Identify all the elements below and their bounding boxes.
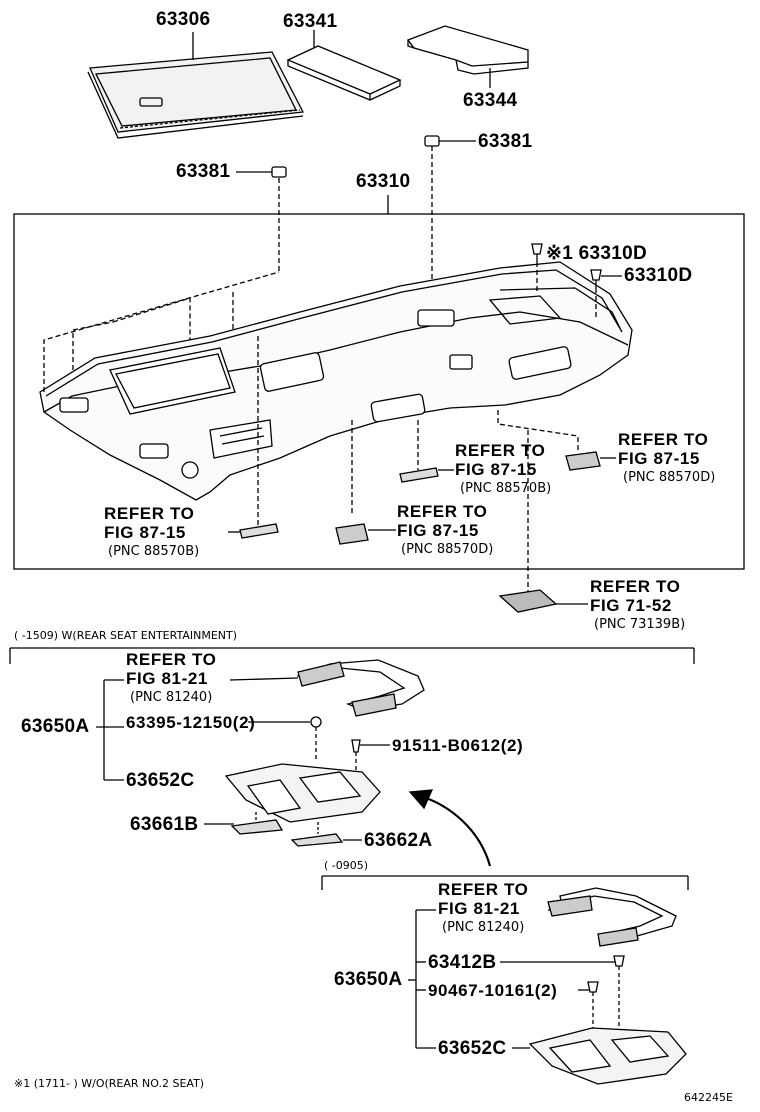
- refer-pnc-5: (PNC 73139B): [594, 617, 686, 632]
- part-number-63662a[interactable]: 63662A: [364, 830, 433, 851]
- refer-pnc-4: (PNC 88570D): [623, 470, 716, 485]
- part-number-63310d[interactable]: 63310D: [624, 265, 693, 286]
- refer-pnc-7: (PNC 81240): [442, 920, 525, 935]
- refer-fig-5[interactable]: FIG 71-52: [590, 596, 672, 615]
- part-number-63310[interactable]: 63310: [356, 171, 411, 192]
- refer-fig-1[interactable]: FIG 87-15: [104, 523, 186, 542]
- refer-pnc-6: (PNC 81240): [130, 690, 213, 705]
- part-number-63381-left[interactable]: 63381: [176, 161, 231, 182]
- refer-label-2: REFER TO: [397, 502, 488, 521]
- refer-label-1: REFER TO: [104, 504, 195, 523]
- part-number-63650a-2[interactable]: 63650A: [334, 969, 403, 990]
- refer-label-5: REFER TO: [590, 577, 681, 596]
- refer-fig-6[interactable]: FIG 81-21: [126, 669, 208, 688]
- refer-pnc-3: (PNC 88570B): [460, 481, 552, 496]
- refer-fig-4[interactable]: FIG 87-15: [618, 449, 700, 468]
- section-1-applicability-note: ( -1509) W(REAR SEAT ENTERTAINMENT): [14, 629, 238, 642]
- pad-63344-drawing: [406, 25, 529, 88]
- pad-63341-drawing: [286, 30, 402, 101]
- refer-pnc-1: (PNC 88570B): [108, 544, 200, 559]
- part-number-63395-12150[interactable]: 63395-12150(2): [126, 713, 256, 732]
- part-number-63652c-1[interactable]: 63652C: [126, 770, 195, 791]
- part-number-91511-b0612[interactable]: 91511-B0612(2): [392, 736, 524, 755]
- part-number-63306[interactable]: 63306: [156, 9, 211, 30]
- sunshade-panel-drawing: [87, 32, 305, 139]
- footnote: ※1 (1711- ) W/O(REAR NO.2 SEAT): [14, 1077, 205, 1090]
- diagram-id: 642245E: [684, 1091, 733, 1104]
- section-1-bracket: [9, 647, 695, 841]
- part-number-63310d-note[interactable]: ※1 63310D: [546, 243, 648, 264]
- refer-pnc-2: (PNC 88570D): [401, 542, 494, 557]
- headliner-group-frame: [13, 213, 745, 570]
- section-2-bracket: [321, 875, 689, 1049]
- headliner-leader-lines: [43, 262, 597, 592]
- part-number-63381-right[interactable]: 63381: [478, 131, 533, 152]
- refer-label-3: REFER TO: [455, 441, 546, 460]
- part-number-63412b[interactable]: 63412B: [428, 952, 497, 973]
- section-2-applicability-note: ( -0905): [324, 859, 369, 872]
- clip-63310d-drawings: [531, 243, 622, 288]
- part-number-63652c-2[interactable]: 63652C: [438, 1038, 507, 1059]
- refer-label-7: REFER TO: [438, 880, 529, 899]
- curved-arrow: [408, 789, 492, 867]
- refer-fig-3[interactable]: FIG 87-15: [455, 460, 537, 479]
- part-number-90467-10161[interactable]: 90467-10161(2): [428, 981, 558, 1000]
- refer-fig-7[interactable]: FIG 81-21: [438, 899, 520, 918]
- refer-fig-2[interactable]: FIG 87-15: [397, 521, 479, 540]
- roof-headliner-drawing: [39, 261, 633, 501]
- overhead-console-assembly-2-drawing: [528, 887, 687, 1085]
- overhead-console-assembly-1-drawing: [224, 659, 425, 847]
- part-number-63341[interactable]: 63341: [283, 11, 338, 32]
- part-number-63344[interactable]: 63344: [463, 90, 518, 111]
- refer-label-6: REFER TO: [126, 650, 217, 669]
- part-number-63661b[interactable]: 63661B: [130, 814, 199, 835]
- refer-label-4: REFER TO: [618, 430, 709, 449]
- part-number-63650a-1[interactable]: 63650A: [21, 716, 90, 737]
- lamp-drawings: [228, 451, 616, 613]
